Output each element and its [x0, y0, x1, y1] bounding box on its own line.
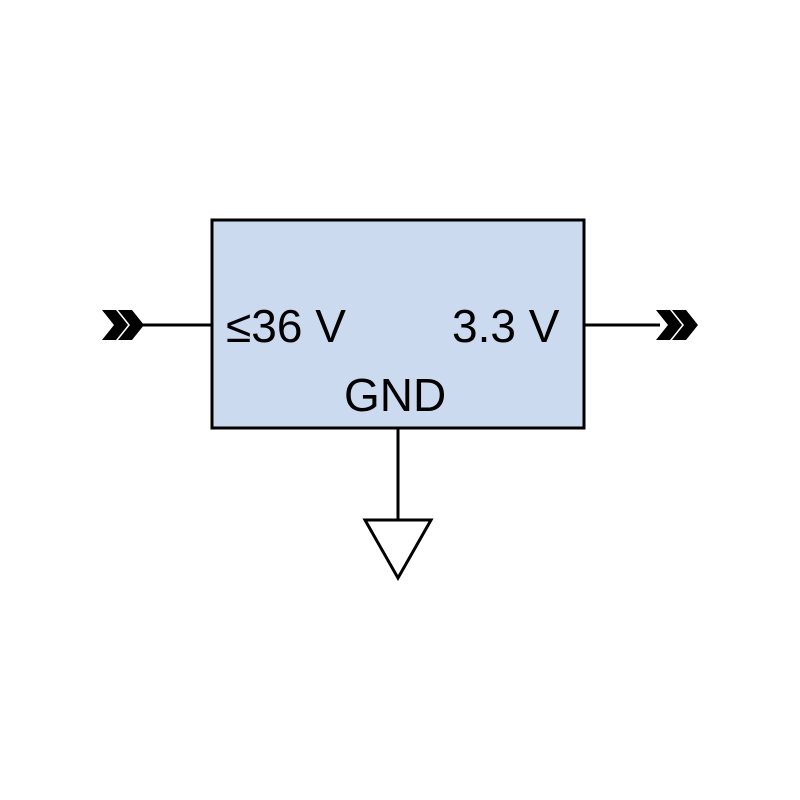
- ground-icon: [362, 518, 434, 582]
- output-connector-icon: [656, 310, 698, 340]
- regulator-block: [210, 218, 586, 430]
- ground-pin-label: GND: [344, 369, 447, 421]
- output-voltage-label: 3.3 V: [452, 300, 560, 352]
- input-voltage-label: ≤36 V: [226, 300, 346, 352]
- input-connector-icon: [102, 310, 144, 340]
